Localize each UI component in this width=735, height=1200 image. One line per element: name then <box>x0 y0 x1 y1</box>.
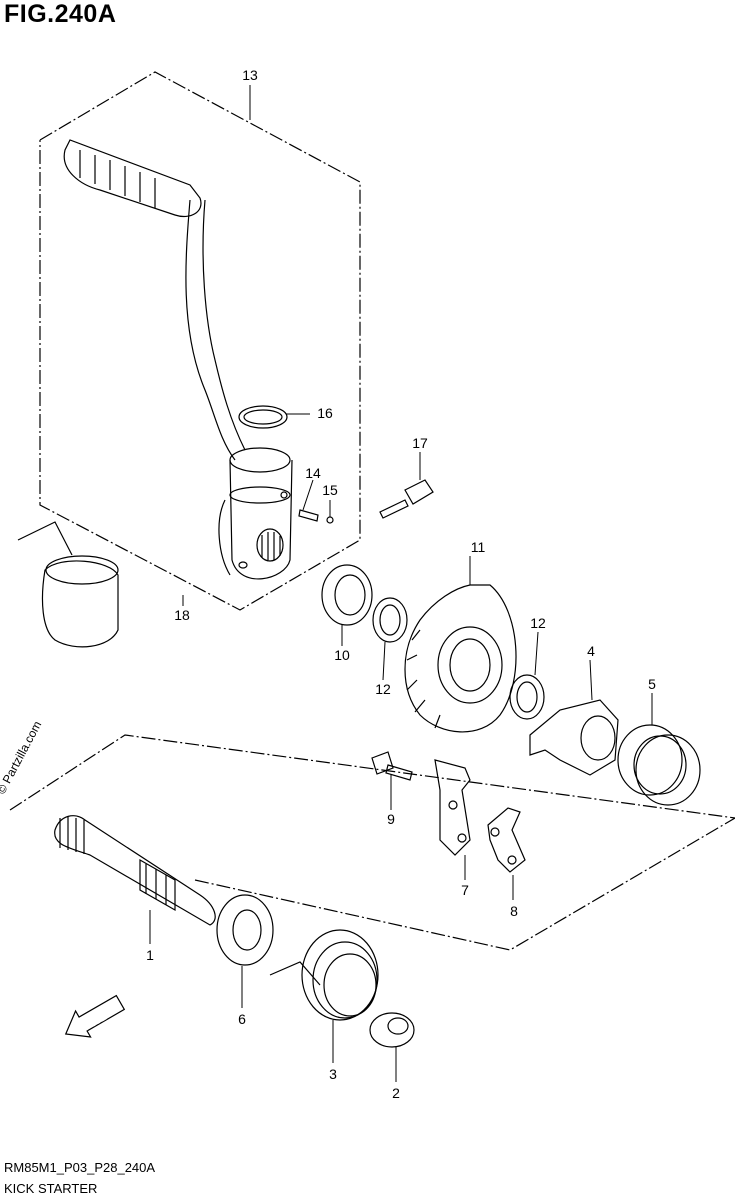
callout-13: 13 <box>242 67 258 83</box>
washer-6 <box>216 894 274 966</box>
assembly-name: KICK STARTER <box>4 1181 98 1196</box>
circlip-16 <box>238 405 288 429</box>
fwd-label: FWD <box>80 1008 111 1034</box>
return-spring-3 <box>269 929 379 1021</box>
callout-5: 5 <box>648 676 656 692</box>
bolt-9 <box>371 751 413 781</box>
callout-14: 14 <box>305 465 321 481</box>
callout-2: 2 <box>392 1085 400 1101</box>
callout-17: 17 <box>412 435 428 451</box>
callout-18: 18 <box>174 607 190 623</box>
model-code: RM85M1_P03_P28_240A <box>4 1160 156 1175</box>
assembly-frame-shaft <box>9 734 735 951</box>
washer-12b <box>509 674 545 720</box>
boot-18 <box>17 521 119 648</box>
callout-4: 4 <box>587 643 595 659</box>
assembly-frame-13 <box>39 71 361 611</box>
drive-spring-5 <box>617 724 701 806</box>
lever-bolt-17 <box>379 479 434 519</box>
drive-cam-4 <box>529 699 619 776</box>
callout-8: 8 <box>510 903 518 919</box>
kick-starter-shaft-1 <box>54 815 216 926</box>
callout-15: 15 <box>322 482 338 498</box>
washer-12a <box>372 597 408 643</box>
kick-starter-lever <box>63 139 293 580</box>
callout-7: 7 <box>461 882 469 898</box>
callout-12a: 12 <box>530 615 546 631</box>
oil-seal-10 <box>321 564 373 626</box>
callout-11: 11 <box>471 539 486 555</box>
callout-3: 3 <box>329 1066 337 1082</box>
callout-10: 10 <box>334 647 350 663</box>
callout-1: 1 <box>146 947 154 963</box>
callout-9: 9 <box>387 811 395 827</box>
lever-bolt-14 <box>298 509 334 524</box>
callout-6: 6 <box>238 1011 246 1027</box>
callout-12b: 12 <box>375 681 391 697</box>
fwd-arrow-icon <box>64 994 126 1038</box>
figure-title: FIG.240A <box>4 0 117 28</box>
callout-16: 16 <box>317 405 333 421</box>
leader-lines <box>149 85 653 1082</box>
callout-labels: 13 16 14 15 17 11 12 4 5 10 12 18 9 7 8 … <box>80 67 656 1101</box>
kick-idle-gear-11 <box>404 584 517 733</box>
guide-plate-7 <box>434 759 471 856</box>
stopper-plate-8 <box>487 807 526 873</box>
spring-guide-2 <box>369 1012 415 1048</box>
